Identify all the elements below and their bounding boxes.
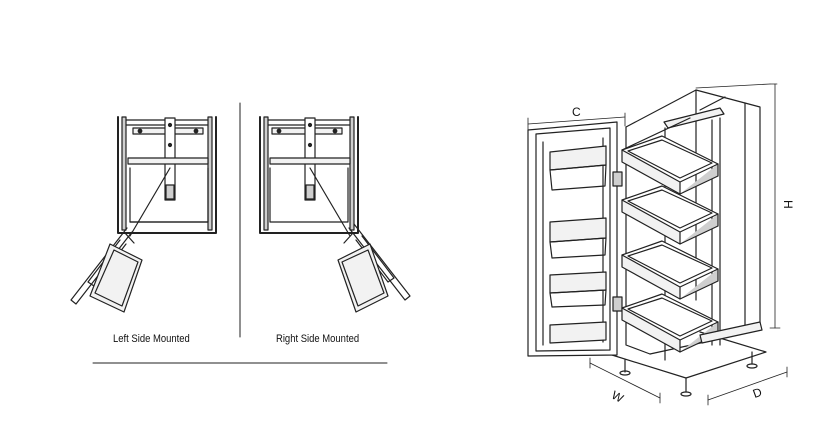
caption-right-side-mounted: Right Side Mounted <box>276 333 360 345</box>
dim-label-d: D <box>751 385 764 401</box>
tall-cabinet-iso <box>527 89 767 397</box>
dim-label-h: H <box>781 200 795 209</box>
pullout-shelf <box>621 185 719 245</box>
dimension-lines <box>527 83 788 406</box>
pullout-shelf <box>621 240 719 300</box>
dim-label-w: W <box>609 388 626 406</box>
pullout-shelf <box>621 135 719 195</box>
left-mounted-topview <box>70 116 217 313</box>
dim-label-c: C <box>572 105 581 119</box>
pullout-shelf <box>621 293 719 353</box>
caption-left-side-mounted: Left Side Mounted <box>113 333 190 345</box>
right-mounted-topview <box>259 116 411 313</box>
